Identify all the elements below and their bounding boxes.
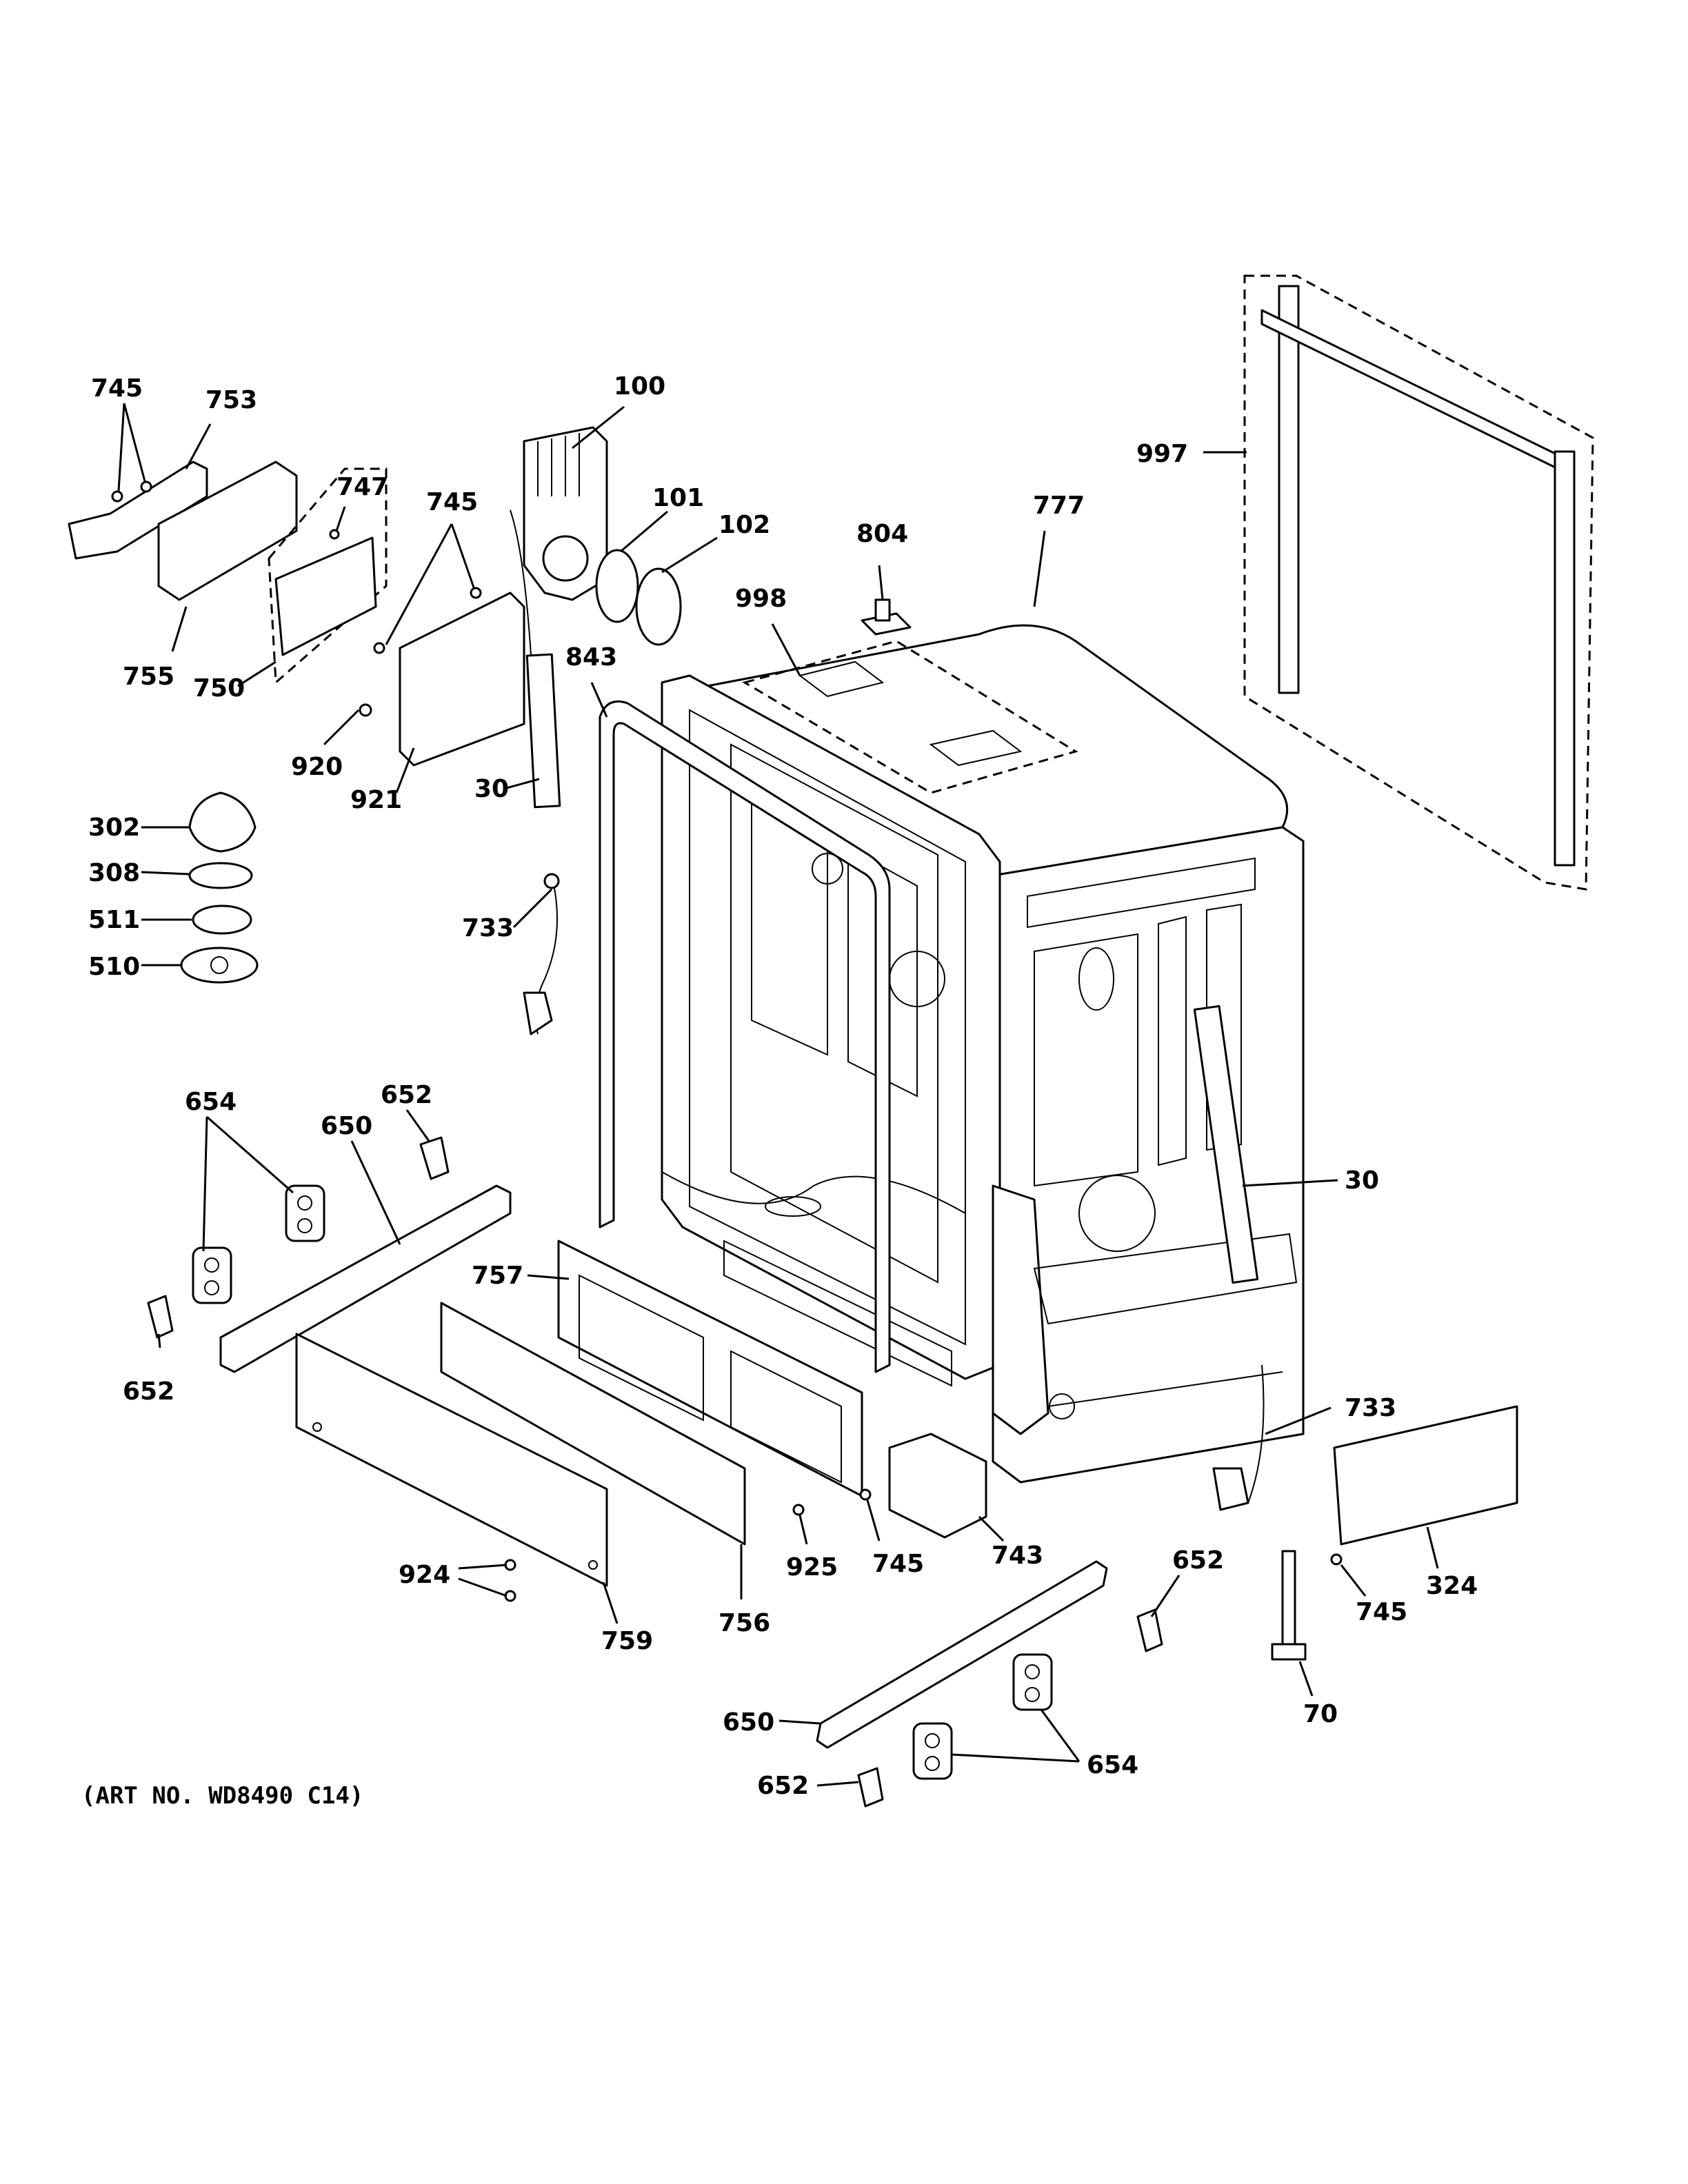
callout-747: 747	[336, 473, 388, 501]
callout-652-d: 652	[757, 1772, 809, 1800]
rail-right	[816, 1560, 1108, 1749]
callout-757: 757	[472, 1262, 523, 1290]
callout-733-a: 733	[462, 914, 514, 942]
callout-777: 777	[1033, 492, 1085, 520]
callout-324: 324	[1426, 1572, 1478, 1600]
junction-box-743	[888, 1433, 987, 1539]
vent-assembly	[523, 426, 682, 646]
door-trim	[1243, 274, 1594, 891]
door-gasket	[599, 700, 891, 1373]
callout-302: 302	[88, 813, 140, 842]
callout-998: 998	[735, 585, 787, 613]
callout-652-a: 652	[381, 1081, 432, 1109]
callout-745-b: 745	[426, 488, 478, 516]
control-housing-755	[157, 461, 298, 601]
side-panel-324	[1333, 1405, 1518, 1546]
art-number: (ART NO. WD8490 C14)	[81, 1782, 363, 1810]
clip-652-left	[147, 1136, 450, 1339]
sensor-804	[861, 598, 912, 636]
callout-750: 750	[193, 674, 245, 702]
leader-lines	[117, 403, 1439, 1787]
callout-997: 997	[1136, 440, 1188, 468]
callout-100: 100	[614, 372, 665, 401]
tub-assembly	[661, 624, 1305, 1484]
callout-labels: 745 753 747 745 100 101 102 804 777 997 …	[88, 372, 1478, 1800]
callout-30-a: 30	[474, 775, 509, 803]
callout-30-b: 30	[1345, 1166, 1379, 1195]
callout-102: 102	[719, 511, 770, 539]
callout-921: 921	[350, 786, 402, 814]
door-spring-right	[1193, 1004, 1265, 1511]
callout-511: 511	[88, 906, 140, 934]
callout-755: 755	[123, 663, 174, 691]
callout-308: 308	[88, 859, 140, 887]
callout-745-d: 745	[1356, 1598, 1407, 1626]
toe-kick-756	[440, 1302, 746, 1546]
callout-925: 925	[786, 1553, 838, 1581]
callout-745-c: 745	[872, 1550, 924, 1578]
callout-843: 843	[565, 643, 617, 671]
wheel-654-left	[192, 1184, 325, 1304]
power-module-921	[399, 592, 525, 767]
callout-101: 101	[652, 484, 704, 512]
callout-652-b: 652	[123, 1377, 174, 1406]
callout-804: 804	[856, 520, 908, 548]
control-board-750	[268, 467, 388, 685]
callout-652-c: 652	[1172, 1546, 1224, 1575]
callout-650-b: 650	[723, 1708, 774, 1737]
callout-510: 510	[88, 953, 140, 981]
callout-759: 759	[601, 1627, 653, 1655]
screws-bottom	[504, 1488, 1343, 1602]
wheel-654-right	[912, 1653, 1053, 1780]
door-spring-left	[510, 509, 561, 1035]
rail-left	[219, 1184, 512, 1373]
top-mounting-plate	[742, 640, 1078, 794]
callout-745-a: 745	[91, 374, 143, 403]
clip-652-right	[857, 1608, 1163, 1808]
control-bracket-753	[68, 461, 208, 560]
callout-920: 920	[291, 753, 343, 781]
leveling-leg-70	[1271, 1550, 1307, 1661]
callout-70: 70	[1303, 1700, 1338, 1728]
callout-924: 924	[399, 1561, 450, 1589]
callout-733-b: 733	[1345, 1394, 1396, 1422]
callout-753: 753	[205, 386, 257, 414]
callout-650-a: 650	[321, 1112, 372, 1140]
callout-743: 743	[992, 1541, 1043, 1570]
toe-kick-759	[295, 1333, 608, 1587]
callout-654-a: 654	[185, 1088, 237, 1116]
pump-stack	[180, 791, 259, 984]
screw-745-top	[111, 481, 482, 717]
callout-756: 756	[719, 1609, 770, 1637]
callout-654-b: 654	[1087, 1751, 1138, 1779]
